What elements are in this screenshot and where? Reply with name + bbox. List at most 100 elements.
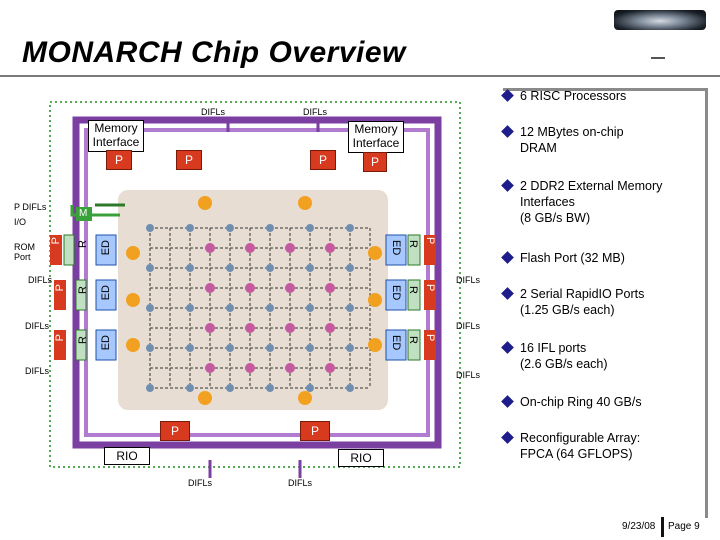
feature-bullet-text: 16 IFL ports (2.6 GB/s each) xyxy=(520,341,608,371)
title-divider xyxy=(0,75,720,77)
feature-bullet-text: Flash Port (32 MB) xyxy=(520,251,625,265)
fpca-switch-node xyxy=(146,304,154,312)
bullet-diamond-icon xyxy=(501,341,514,354)
ed-left-1: ED xyxy=(100,240,112,256)
fpca-cluster-node xyxy=(325,283,335,293)
footer-date: 9/23/08 xyxy=(622,521,656,532)
difls-label-right-2: DIFLs xyxy=(456,321,481,331)
ed-left-2: ED xyxy=(100,285,112,301)
difls-label-left-2: DIFLs xyxy=(25,321,50,331)
ring-node xyxy=(126,338,140,352)
fpca-switch-node xyxy=(346,304,354,312)
processor-top-3: P xyxy=(310,150,336,170)
bullet-panel-frame xyxy=(503,88,708,518)
ring-node xyxy=(368,293,382,307)
difls-label-bottom-1: DIFLs xyxy=(188,478,213,488)
fpca-switch-node xyxy=(266,344,274,352)
ring-node xyxy=(126,293,140,307)
monarch-logo-image xyxy=(614,10,706,30)
fpca-switch-node xyxy=(306,224,314,232)
fpca-cluster-node xyxy=(245,283,255,293)
feature-bullet-text: 12 MBytes on-chip DRAM xyxy=(520,125,624,155)
feature-bullet: Flash Port (32 MB) xyxy=(497,250,625,266)
footer-separator xyxy=(661,517,664,537)
bullet-diamond-icon xyxy=(501,395,514,408)
fpca-switch-node xyxy=(306,384,314,392)
processor-bottom-2: P xyxy=(300,421,330,441)
fpca-switch-node xyxy=(266,304,274,312)
fpca-switch-node xyxy=(346,224,354,232)
processor-left-1: P xyxy=(50,237,62,245)
processor-right-1: P xyxy=(424,237,436,245)
fpca-switch-node xyxy=(146,264,154,272)
fpca-switch-node xyxy=(226,264,234,272)
router-left-1: R xyxy=(77,240,89,248)
processor-left-2: P xyxy=(54,284,66,292)
processor-right-3: P xyxy=(424,334,436,342)
bullet-diamond-icon xyxy=(501,431,514,444)
feature-bullet: On-chip Ring 40 GB/s xyxy=(497,394,642,410)
fpca-cluster-node xyxy=(245,363,255,373)
fpca-switch-node xyxy=(266,384,274,392)
fpca-cluster-node xyxy=(325,243,335,253)
fpca-switch-node xyxy=(186,264,194,272)
feature-bullet: 2 Serial RapidIO Ports (1.25 GB/s each) xyxy=(497,286,644,318)
fpca-switch-node xyxy=(226,384,234,392)
feature-bullet: 12 MBytes on-chip DRAM xyxy=(497,124,624,156)
fpca-switch-node xyxy=(146,224,154,232)
feature-bullet-text: 2 DDR2 External Memory Interfaces (8 GB/… xyxy=(520,179,663,225)
rio-left: RIO xyxy=(104,447,150,465)
memory-interface-left: Memory Interface xyxy=(88,120,144,152)
fpca-cluster-node xyxy=(325,323,335,333)
feature-bullet: 16 IFL ports (2.6 GB/s each) xyxy=(497,340,608,372)
router-left-3: R xyxy=(77,336,89,344)
router-left-2: R xyxy=(77,286,89,294)
processor-bottom-1: P xyxy=(160,421,190,441)
processor-top-1: P xyxy=(106,150,132,170)
processor-top-4: P xyxy=(363,152,387,172)
bullet-diamond-icon xyxy=(501,179,514,192)
feature-bullet: Reconfigurable Array: FPCA (64 GFLOPS) xyxy=(497,430,640,462)
fpca-cluster-node xyxy=(205,363,215,373)
fpca-switch-node xyxy=(346,344,354,352)
feature-bullet-text: 2 Serial RapidIO Ports (1.25 GB/s each) xyxy=(520,287,645,317)
feature-bullet-text: Reconfigurable Array: FPCA (64 GFLOPS) xyxy=(520,431,641,461)
ring-node xyxy=(198,391,212,405)
feature-bullet: 6 RISC Processors xyxy=(497,88,626,104)
fpca-cluster-node xyxy=(285,363,295,373)
ed-right-1: ED xyxy=(390,240,402,256)
difls-label-right-3: DIFLs xyxy=(456,370,481,380)
difls-label-top-2: DIFLs xyxy=(303,107,328,117)
footer-page-number: Page 9 xyxy=(668,521,700,532)
rom-port-label: ROM Port xyxy=(14,242,35,262)
router-right-3: R xyxy=(407,336,419,344)
feature-bullet-text: 6 RISC Processors xyxy=(520,89,627,103)
ring-node xyxy=(368,246,382,260)
chip-block-diagram xyxy=(49,101,461,478)
fpca-switch-node xyxy=(346,384,354,392)
ed-left-3: ED xyxy=(100,335,112,351)
fpca-switch-node xyxy=(146,384,154,392)
difls-label-left-3: DIFLs xyxy=(25,366,50,376)
difls-label-bottom-2: DIFLs xyxy=(288,478,313,488)
fpca-cluster-node xyxy=(245,243,255,253)
fpca-switch-node xyxy=(346,264,354,272)
fpca-switch-node xyxy=(266,264,274,272)
p-difls-label: P DIFLs xyxy=(14,202,47,212)
fpca-switch-node xyxy=(186,344,194,352)
fpca-cluster-node xyxy=(245,323,255,333)
feature-bullet: 2 DDR2 External Memory Interfaces (8 GB/… xyxy=(497,178,662,226)
difls-label-left-1: DIFLs xyxy=(28,275,53,285)
fpca-cluster-node xyxy=(285,283,295,293)
ring-node xyxy=(368,338,382,352)
ed-right-3: ED xyxy=(390,335,402,351)
fpca-switch-node xyxy=(186,304,194,312)
processor-top-2: P xyxy=(176,150,202,170)
fpca-switch-node xyxy=(226,344,234,352)
bullet-diamond-icon xyxy=(501,251,514,264)
fpca-cluster-node xyxy=(285,323,295,333)
bullet-diamond-icon xyxy=(501,287,514,300)
io-label: I/O xyxy=(14,217,27,227)
fpca-cluster-node xyxy=(205,283,215,293)
fpca-switch-node xyxy=(146,344,154,352)
